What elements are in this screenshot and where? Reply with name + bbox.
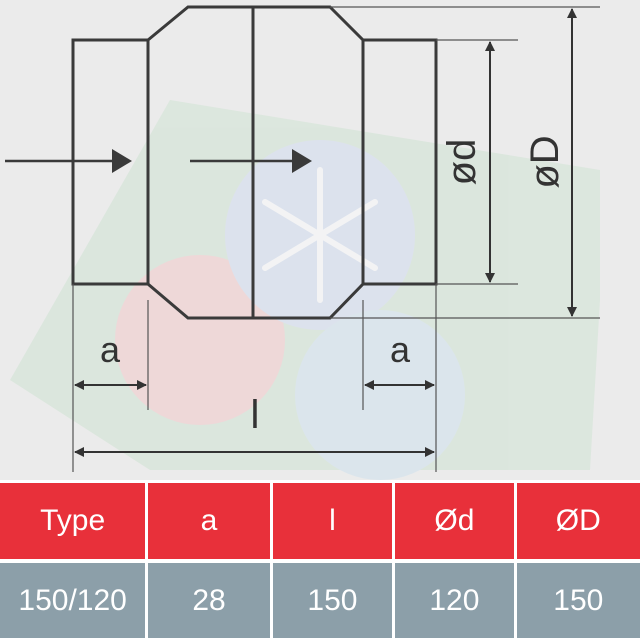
label-small-diameter: ød	[440, 139, 484, 186]
cell-large-diameter: 150	[516, 563, 640, 638]
header-l: l	[272, 483, 393, 559]
header-a: a	[148, 483, 270, 559]
extension-lines	[72, 6, 600, 472]
fan-icon	[295, 310, 465, 480]
cell-a: 28	[148, 563, 270, 638]
dimension-lines	[74, 7, 577, 457]
flow-arrows	[5, 149, 312, 173]
label-a-left: a	[100, 329, 121, 370]
header-type: Type	[0, 483, 146, 559]
header-small-diameter: Ød	[395, 483, 514, 559]
label-a-right: a	[390, 329, 411, 370]
fire-icon	[115, 255, 285, 425]
table-header-row: Type a l Ød ØD	[0, 483, 640, 559]
label-large-diameter: øD	[523, 135, 567, 188]
cell-l: 150	[272, 563, 393, 638]
header-large-diameter: ØD	[516, 483, 640, 559]
technical-drawing: a a l ød øD	[0, 0, 640, 480]
label-length: l	[251, 393, 260, 437]
cell-type: 150/120	[0, 563, 146, 638]
table-row: 150/120 28 150 120 150	[0, 563, 640, 638]
spec-table: Type a l Ød ØD 150/120 28 150 120 150	[0, 480, 640, 642]
right-spigot	[361, 38, 438, 286]
cell-small-diameter: 120	[395, 563, 514, 638]
drawing-canvas: a a l ød øD	[5, 5, 600, 480]
watermark-logo	[10, 100, 600, 480]
